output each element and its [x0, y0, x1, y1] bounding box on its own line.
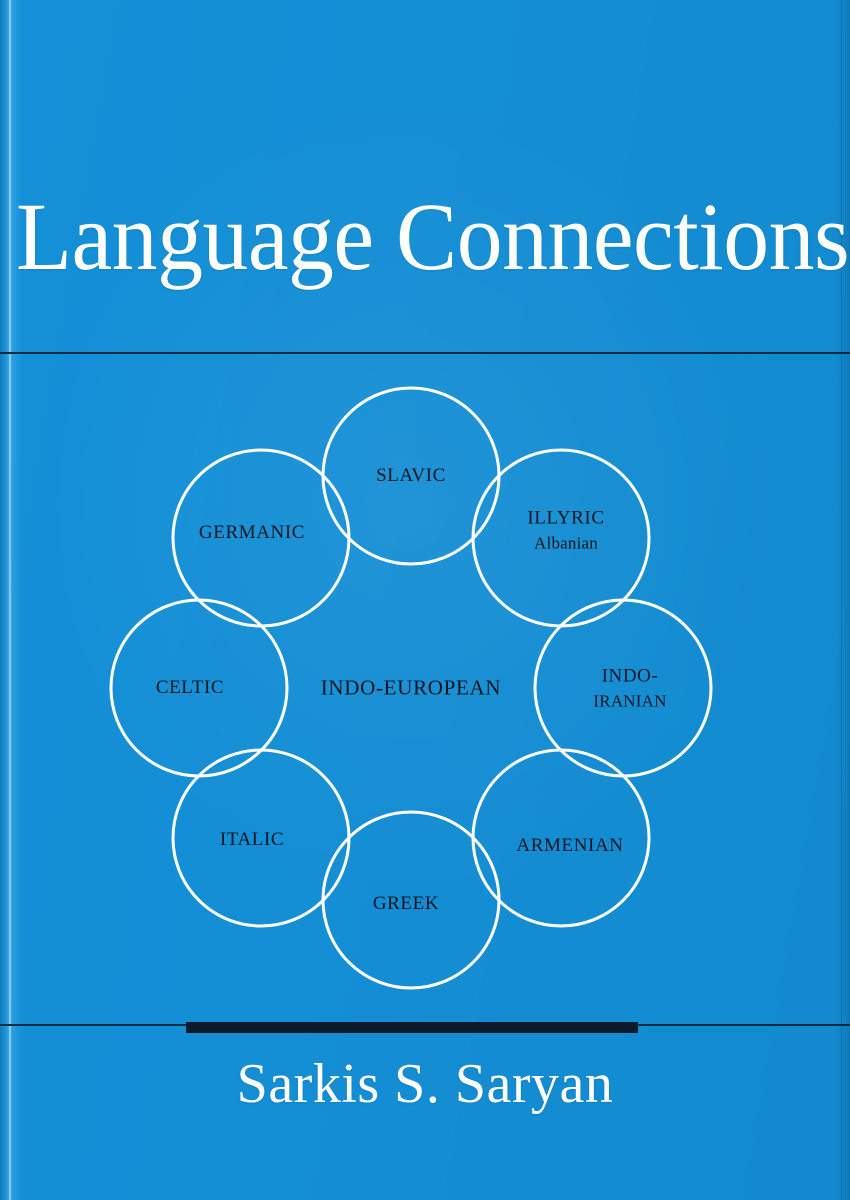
spine-crease-line — [9, 0, 11, 1200]
branch-circle-germanic — [171, 448, 351, 628]
cover-title: Language Connections — [16, 183, 850, 290]
spine-highlight — [0, 0, 22, 1200]
branch-label-greek: GREEK — [373, 892, 439, 916]
branch-label-celtic: CELTIC — [156, 676, 224, 700]
branch-circle-armenian — [471, 748, 651, 928]
branch-circle-indo — [533, 598, 713, 778]
branch-circle-slavic — [321, 386, 501, 566]
branch-label-indo: INDO- IRANIAN — [593, 665, 666, 712]
branch-label-illyric: ILLYRIC Albanian — [527, 507, 604, 554]
right-edge-shading — [834, 0, 850, 1200]
branch-circle-illyric — [471, 448, 651, 628]
branch-label-text: SLAVIC — [376, 465, 446, 487]
branch-label-text: ARMENIAN — [516, 835, 624, 857]
author-divider-bar — [186, 1022, 638, 1033]
branch-circle-celtic — [109, 598, 289, 778]
branch-label-text: GREEK — [372, 893, 440, 915]
right-edge-line — [841, 0, 842, 1200]
branch-label-text: GERMANIC — [198, 522, 306, 544]
branch-circle-italic — [171, 748, 351, 928]
branch-label-text: ITALIC — [219, 829, 285, 851]
diagram-center-label: INDO-EUROPEAN — [320, 675, 502, 700]
title-divider-rule — [0, 352, 850, 354]
branch-label-text: CELTIC — [155, 677, 225, 699]
branch-label-germanic: GERMANIC — [199, 521, 305, 545]
branch-sublabel-text: IRANIAN — [593, 691, 667, 711]
branch-label-armenian: ARMENIAN — [516, 834, 623, 858]
branch-label-slavic: SLAVIC — [376, 464, 446, 488]
branch-label-italic: ITALIC — [220, 828, 284, 852]
branch-label-text: INDO- — [601, 665, 659, 687]
branch-circle-greek — [321, 810, 501, 990]
branch-label-text: ILLYRIC — [527, 507, 605, 529]
cover-author: Sarkis S. Saryan — [236, 1053, 614, 1115]
branch-sublabel-text: Albanian — [534, 533, 598, 553]
